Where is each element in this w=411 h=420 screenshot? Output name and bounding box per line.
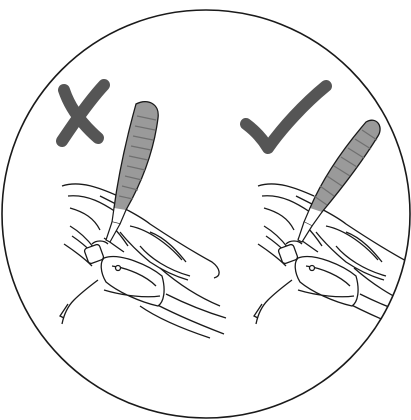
frame-circle <box>2 10 410 418</box>
